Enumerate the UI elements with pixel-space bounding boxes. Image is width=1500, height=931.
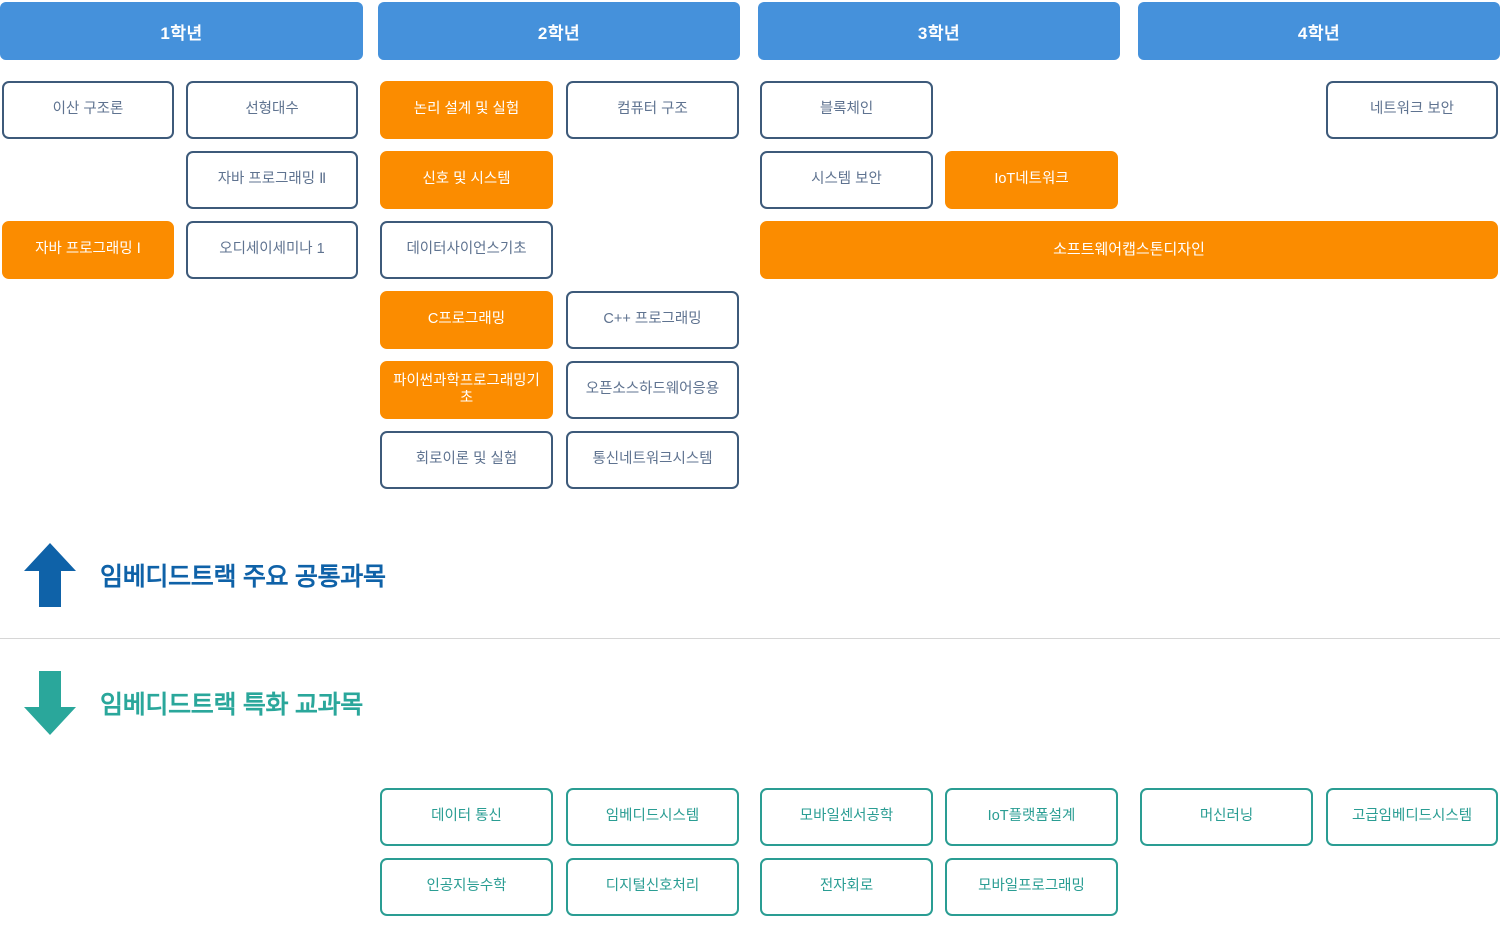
course-box[interactable]: 통신네트워크시스템 bbox=[566, 431, 739, 489]
course-box[interactable]: 네트워크 보안 bbox=[1326, 81, 1498, 139]
year-header-4: 4학년 bbox=[1138, 2, 1500, 60]
course-box[interactable]: 오디세이세미나 1 bbox=[186, 221, 358, 279]
band-special-label: 임베디드트랙 특화 교과목 bbox=[100, 691, 363, 719]
course-box-capstone[interactable]: 소프트웨어캡스톤디자인 bbox=[760, 221, 1498, 279]
year-header-2: 2학년 bbox=[378, 2, 740, 60]
year-header-1: 1학년 bbox=[0, 2, 363, 60]
arrow-down-slot bbox=[0, 669, 100, 737]
special-course-box[interactable]: 전자회로 bbox=[760, 858, 933, 916]
arrow-up-slot bbox=[0, 541, 100, 609]
band-common-track: 임베디드트랙 주요 공통과목 bbox=[0, 520, 1500, 630]
course-box[interactable]: 회로이론 및 실험 bbox=[380, 431, 553, 489]
course-box[interactable]: 자바 프로그래밍 Ⅰ bbox=[2, 221, 174, 279]
course-box[interactable]: 자바 프로그래밍 Ⅱ bbox=[186, 151, 358, 209]
section-divider bbox=[0, 638, 1500, 639]
course-box[interactable]: C프로그래밍 bbox=[380, 291, 553, 349]
course-box[interactable]: C++ 프로그래밍 bbox=[566, 291, 739, 349]
special-course-box[interactable]: IoT플랫폼설계 bbox=[945, 788, 1118, 846]
course-box[interactable]: 컴퓨터 구조 bbox=[566, 81, 739, 139]
band-special-track: 임베디드트랙 특화 교과목 bbox=[0, 648, 1500, 758]
course-box[interactable]: 시스템 보안 bbox=[760, 151, 933, 209]
course-box[interactable]: IoT네트워크 bbox=[945, 151, 1118, 209]
special-course-box[interactable]: 모바일프로그래밍 bbox=[945, 858, 1118, 916]
special-course-box[interactable]: 임베디드시스템 bbox=[566, 788, 739, 846]
course-box[interactable]: 선형대수 bbox=[186, 81, 358, 139]
special-course-box[interactable]: 모바일센서공학 bbox=[760, 788, 933, 846]
special-course-box[interactable]: 머신러닝 bbox=[1140, 788, 1313, 846]
course-box[interactable]: 블록체인 bbox=[760, 81, 933, 139]
special-course-box[interactable]: 디지털신호처리 bbox=[566, 858, 739, 916]
special-course-box[interactable]: 데이터 통신 bbox=[380, 788, 553, 846]
arrow-up-icon bbox=[23, 541, 77, 609]
course-box[interactable]: 파이썬과학프로그래밍기초 bbox=[380, 361, 553, 419]
special-course-box[interactable]: 고급임베디드시스템 bbox=[1326, 788, 1498, 846]
year-header-3: 3학년 bbox=[758, 2, 1120, 60]
course-box[interactable]: 오픈소스하드웨어응용 bbox=[566, 361, 739, 419]
arrow-down-icon bbox=[23, 669, 77, 737]
course-box[interactable]: 이산 구조론 bbox=[2, 81, 174, 139]
course-box[interactable]: 논리 설계 및 실험 bbox=[380, 81, 553, 139]
course-box[interactable]: 신호 및 시스템 bbox=[380, 151, 553, 209]
band-common-label: 임베디드트랙 주요 공통과목 bbox=[100, 563, 386, 591]
course-box[interactable]: 데이터사이언스기초 bbox=[380, 221, 553, 279]
special-course-box[interactable]: 인공지능수학 bbox=[380, 858, 553, 916]
